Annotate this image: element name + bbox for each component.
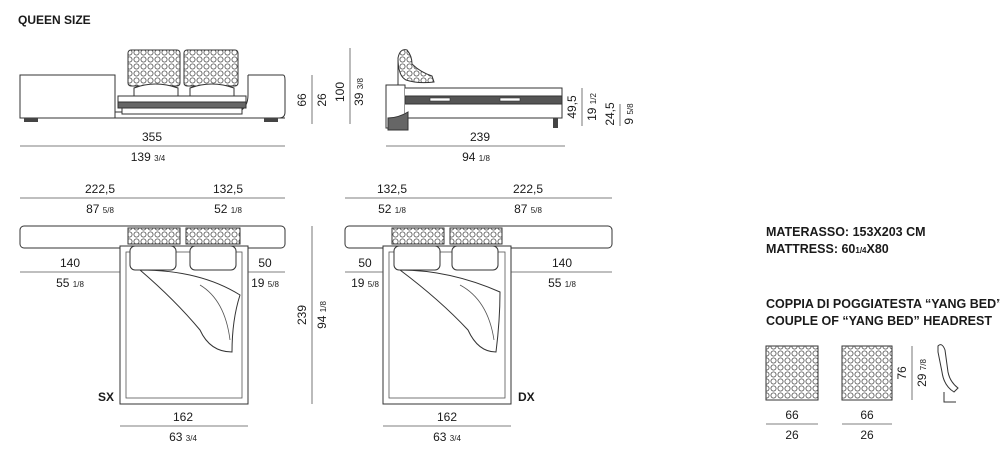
dim-sx-top-left-in: 87 5/8	[86, 202, 114, 216]
dim-width-in: 139 3/4	[131, 150, 166, 164]
dim-headrest-h-cm: 76	[895, 366, 909, 380]
dim-sx-depth-in: 94 1/8	[315, 301, 329, 329]
headrest-front	[841, 345, 893, 401]
dim-sx-mid-left-in: 55 1/8	[56, 276, 84, 290]
dim-total-height-cm: 100	[333, 82, 347, 102]
dim-dx-top-right-cm: 222,5	[513, 182, 543, 196]
page-title: QUEEN SIZE	[18, 13, 91, 27]
dim-dx-mid-right-in: 55 1/8	[548, 276, 576, 290]
dim-height-49: 49,5	[565, 95, 579, 119]
front-view: 355 139 3/4 66 26 100 39 3/8	[19, 48, 366, 164]
dim-height-49-in: 19 1/2	[585, 93, 599, 121]
headrest-line-it: COPPIA DI POGGIATESTA “YANG BED”	[766, 297, 1000, 311]
bed-foot	[24, 118, 38, 122]
dim-width-cm: 355	[142, 130, 162, 144]
dim-sx-top-left-cm: 222,5	[85, 182, 115, 196]
mattress-info: MATERASSO: 153X203 CM MATTRESS: 601/4X80	[766, 225, 926, 256]
headrest-side	[937, 344, 959, 393]
mattress-line-en: MATTRESS: 601/4X80	[766, 242, 889, 256]
dim-length-cm: 239	[470, 130, 490, 144]
dim-sx-depth-cm: 239	[295, 305, 309, 325]
dim-sx-mid-left-cm: 140	[60, 256, 80, 270]
dim-dx-top-left-in: 52 1/8	[378, 202, 406, 216]
side-view: 239 94 1/8 49,5 19 1/2 24,5 9 5/8	[385, 49, 636, 164]
dim-seat-height-cm: 26	[315, 93, 329, 107]
dim-total-height-in: 39 3/8	[352, 78, 366, 106]
dim-length-in: 94 1/8	[462, 150, 490, 164]
plan-view-dx: 132,5 52 1/8 222,5 87 5/8 50 19 5/8 140 …	[344, 182, 613, 444]
dim-sx-mid-right-in: 19 5/8	[251, 276, 279, 290]
dim-headrest-w1-in: 26	[785, 428, 799, 442]
headrest-cushion	[127, 49, 181, 87]
label-dx: DX	[518, 390, 535, 404]
headrest-front	[765, 345, 819, 401]
dim-headrest-w2-cm: 66	[860, 408, 874, 422]
dim-dx-top-right-in: 87 5/8	[514, 202, 542, 216]
plan-view-sx: 222,5 87 5/8 132,5 52 1/8 140 55 1/8 50 …	[19, 182, 329, 444]
dim-headrest-h-in: 29 7/8	[915, 359, 929, 387]
dim-height-cm: 66	[295, 93, 309, 107]
dim-dx-bottom-cm: 162	[437, 410, 457, 424]
dim-sx-bottom-cm: 162	[173, 410, 193, 424]
label-sx: SX	[98, 390, 114, 404]
headrest-line-en: COUPLE OF “YANG BED” HEADREST	[766, 314, 992, 328]
dim-sx-top-right-cm: 132,5	[213, 182, 243, 196]
bed-base-left	[19, 74, 116, 119]
bed-foot	[264, 118, 278, 122]
dim-dx-top-left-cm: 132,5	[377, 182, 407, 196]
dim-sx-mid-right-cm: 50	[258, 256, 272, 270]
dim-sx-top-right-in: 52 1/8	[214, 202, 242, 216]
dim-dx-mid-left-cm: 50	[358, 256, 372, 270]
dim-sx-bottom-in: 63 3/4	[169, 430, 197, 444]
dim-dx-mid-left-in: 19 5/8	[351, 276, 379, 290]
headrest-info: COPPIA DI POGGIATESTA “YANG BED” COUPLE …	[765, 297, 1000, 442]
dim-headrest-w2-in: 26	[860, 428, 874, 442]
dim-headrest-w1-cm: 66	[785, 408, 799, 422]
dim-dx-bottom-in: 63 3/4	[433, 430, 461, 444]
dim-height-24-in: 9 5/8	[622, 103, 636, 125]
dim-dx-mid-right-cm: 140	[552, 256, 572, 270]
mattress-line-it: MATERASSO: 153X203 CM	[766, 225, 926, 239]
headrest-cushion	[183, 49, 239, 87]
dim-height-24: 24,5	[603, 102, 617, 126]
